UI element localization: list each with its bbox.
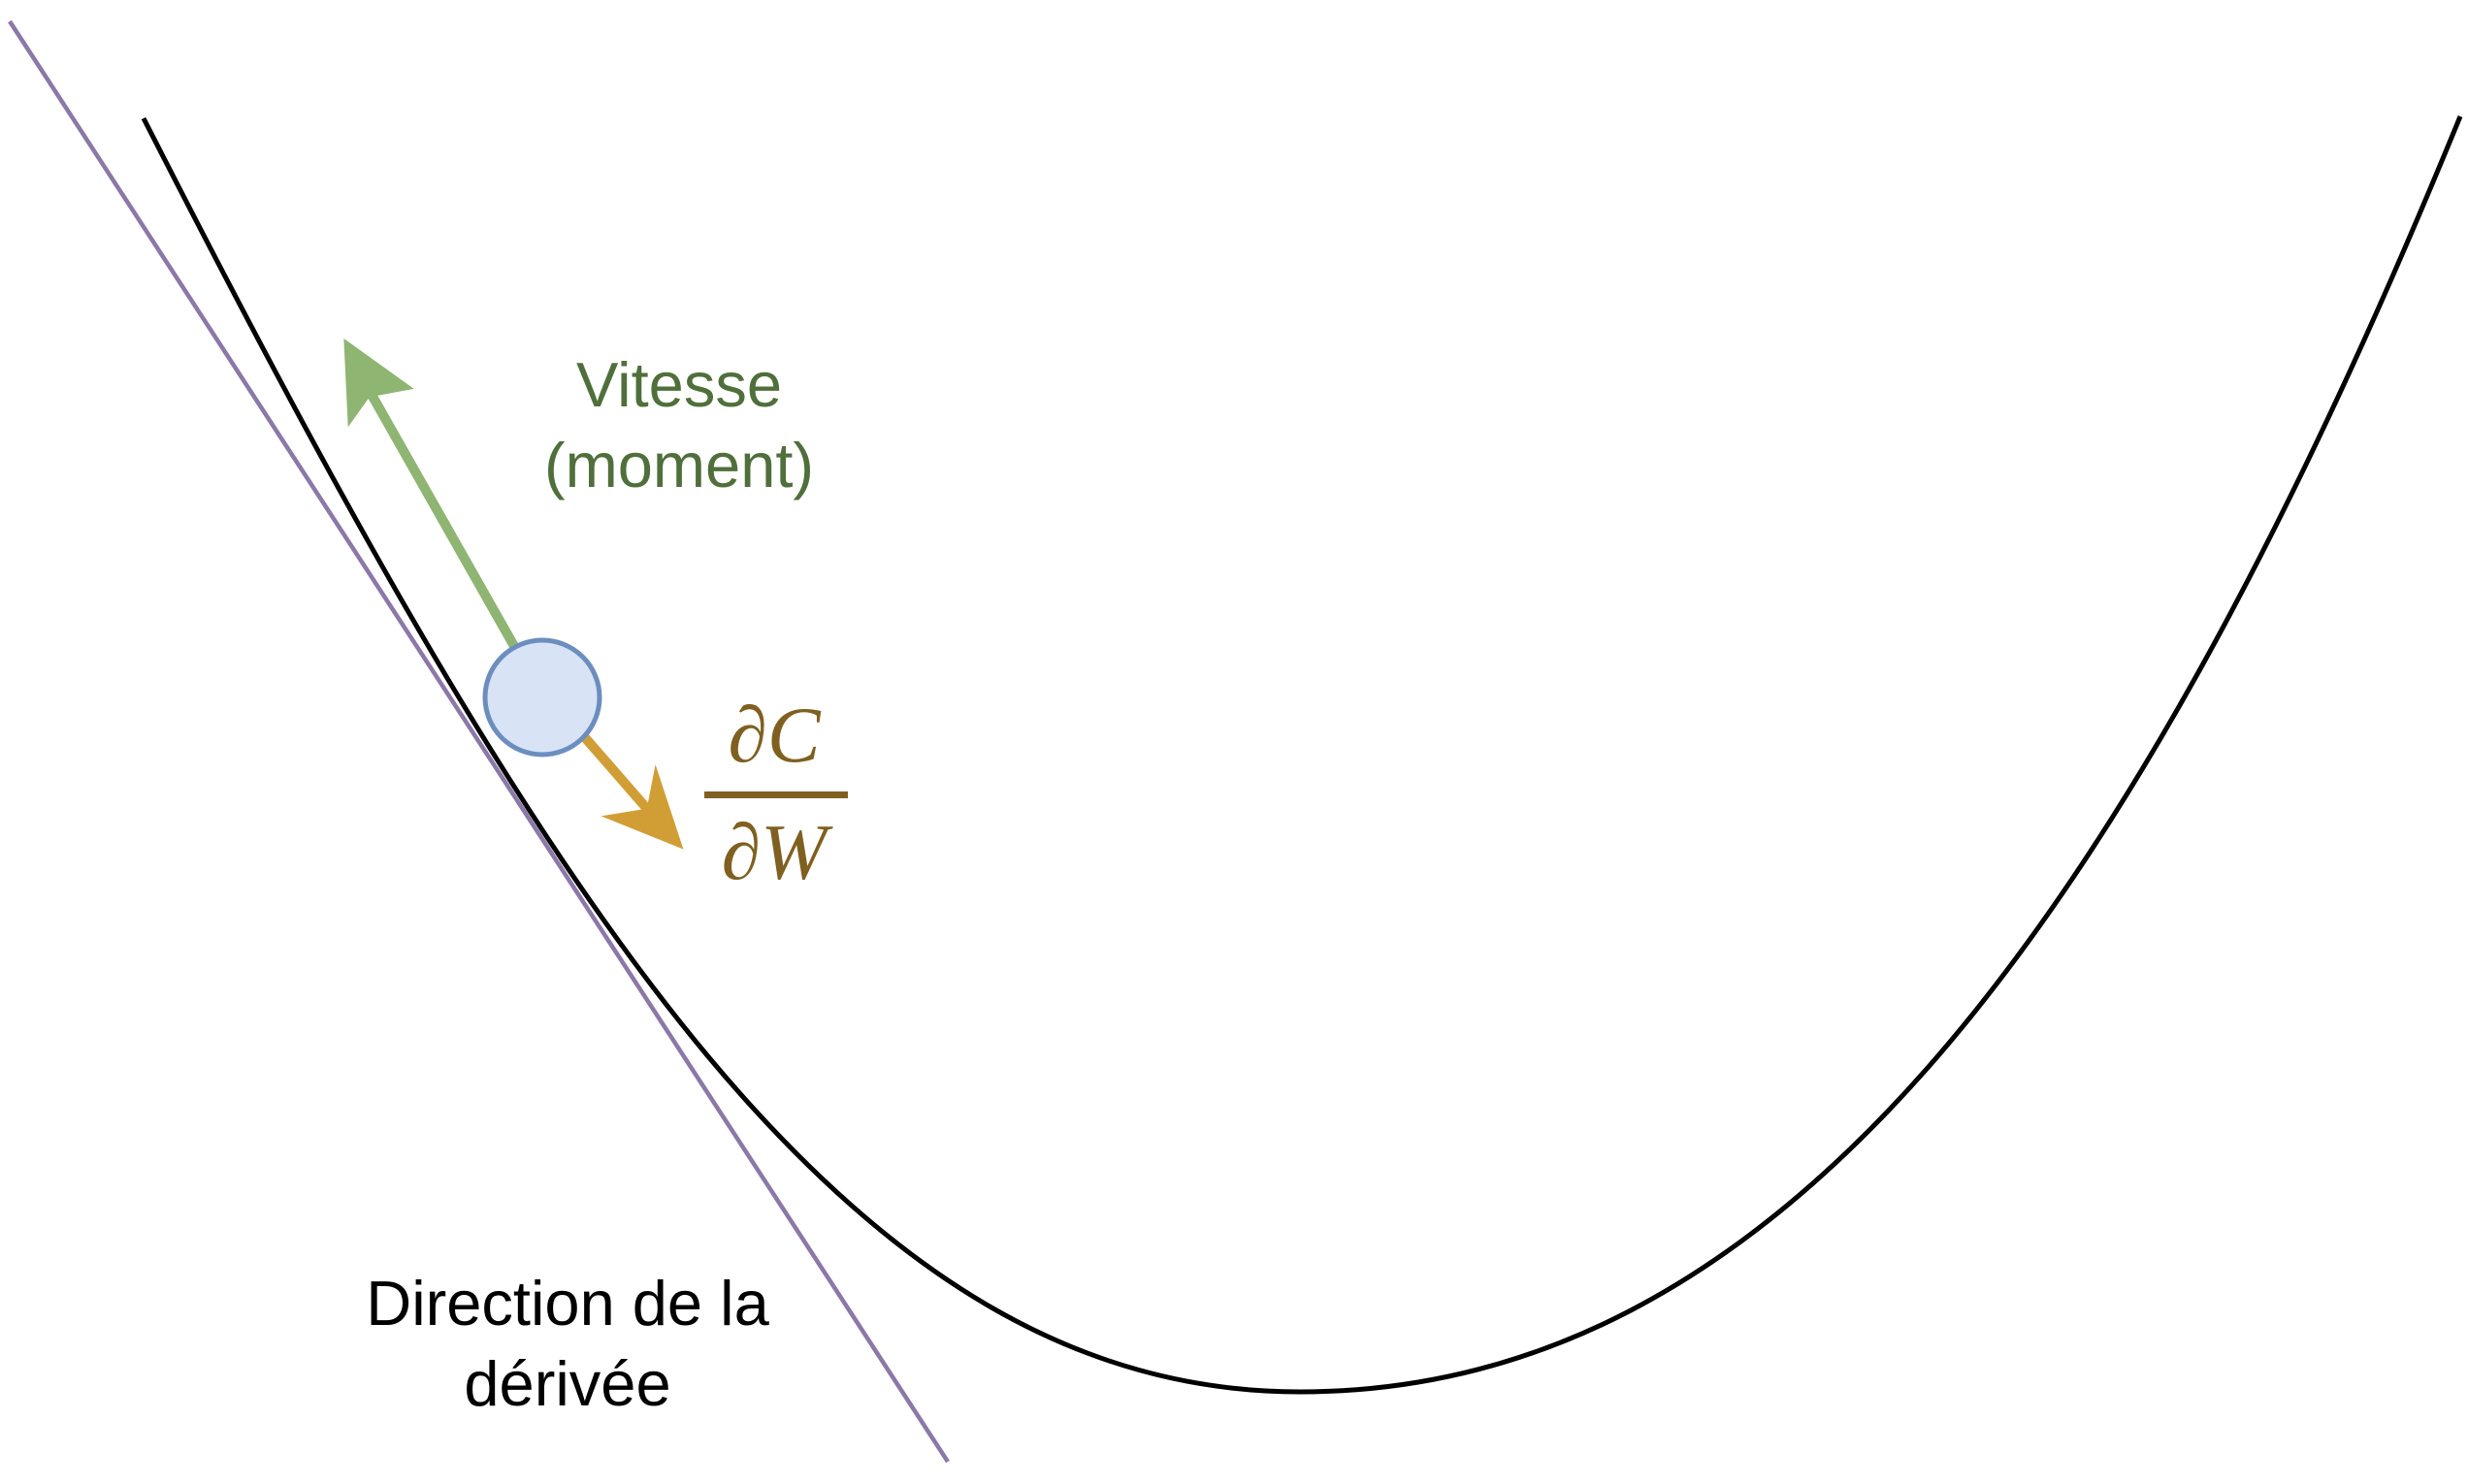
velocity-label-line-2: (moment) [543,430,815,500]
derivative-direction-label: Direction de la dérivée [310,1263,825,1424]
velocity-label: Vitesse (moment) [485,344,873,505]
cost-curve [141,115,2463,1395]
gradient-fraction: ∂C ∂W [697,689,852,899]
velocity-label-line-1: Vitesse [576,349,782,420]
gradient-denominator: ∂W [721,808,828,896]
ball [482,637,602,758]
derivative-label-line-1: Direction de la [366,1268,769,1339]
tangent-line [8,19,950,1464]
derivative-label-line-2: dérivée [464,1348,671,1419]
gradient-arrow [578,730,684,850]
gradient-numerator: ∂C [728,691,821,779]
fraction-bar [704,791,848,798]
velocity-arrow [343,338,524,658]
